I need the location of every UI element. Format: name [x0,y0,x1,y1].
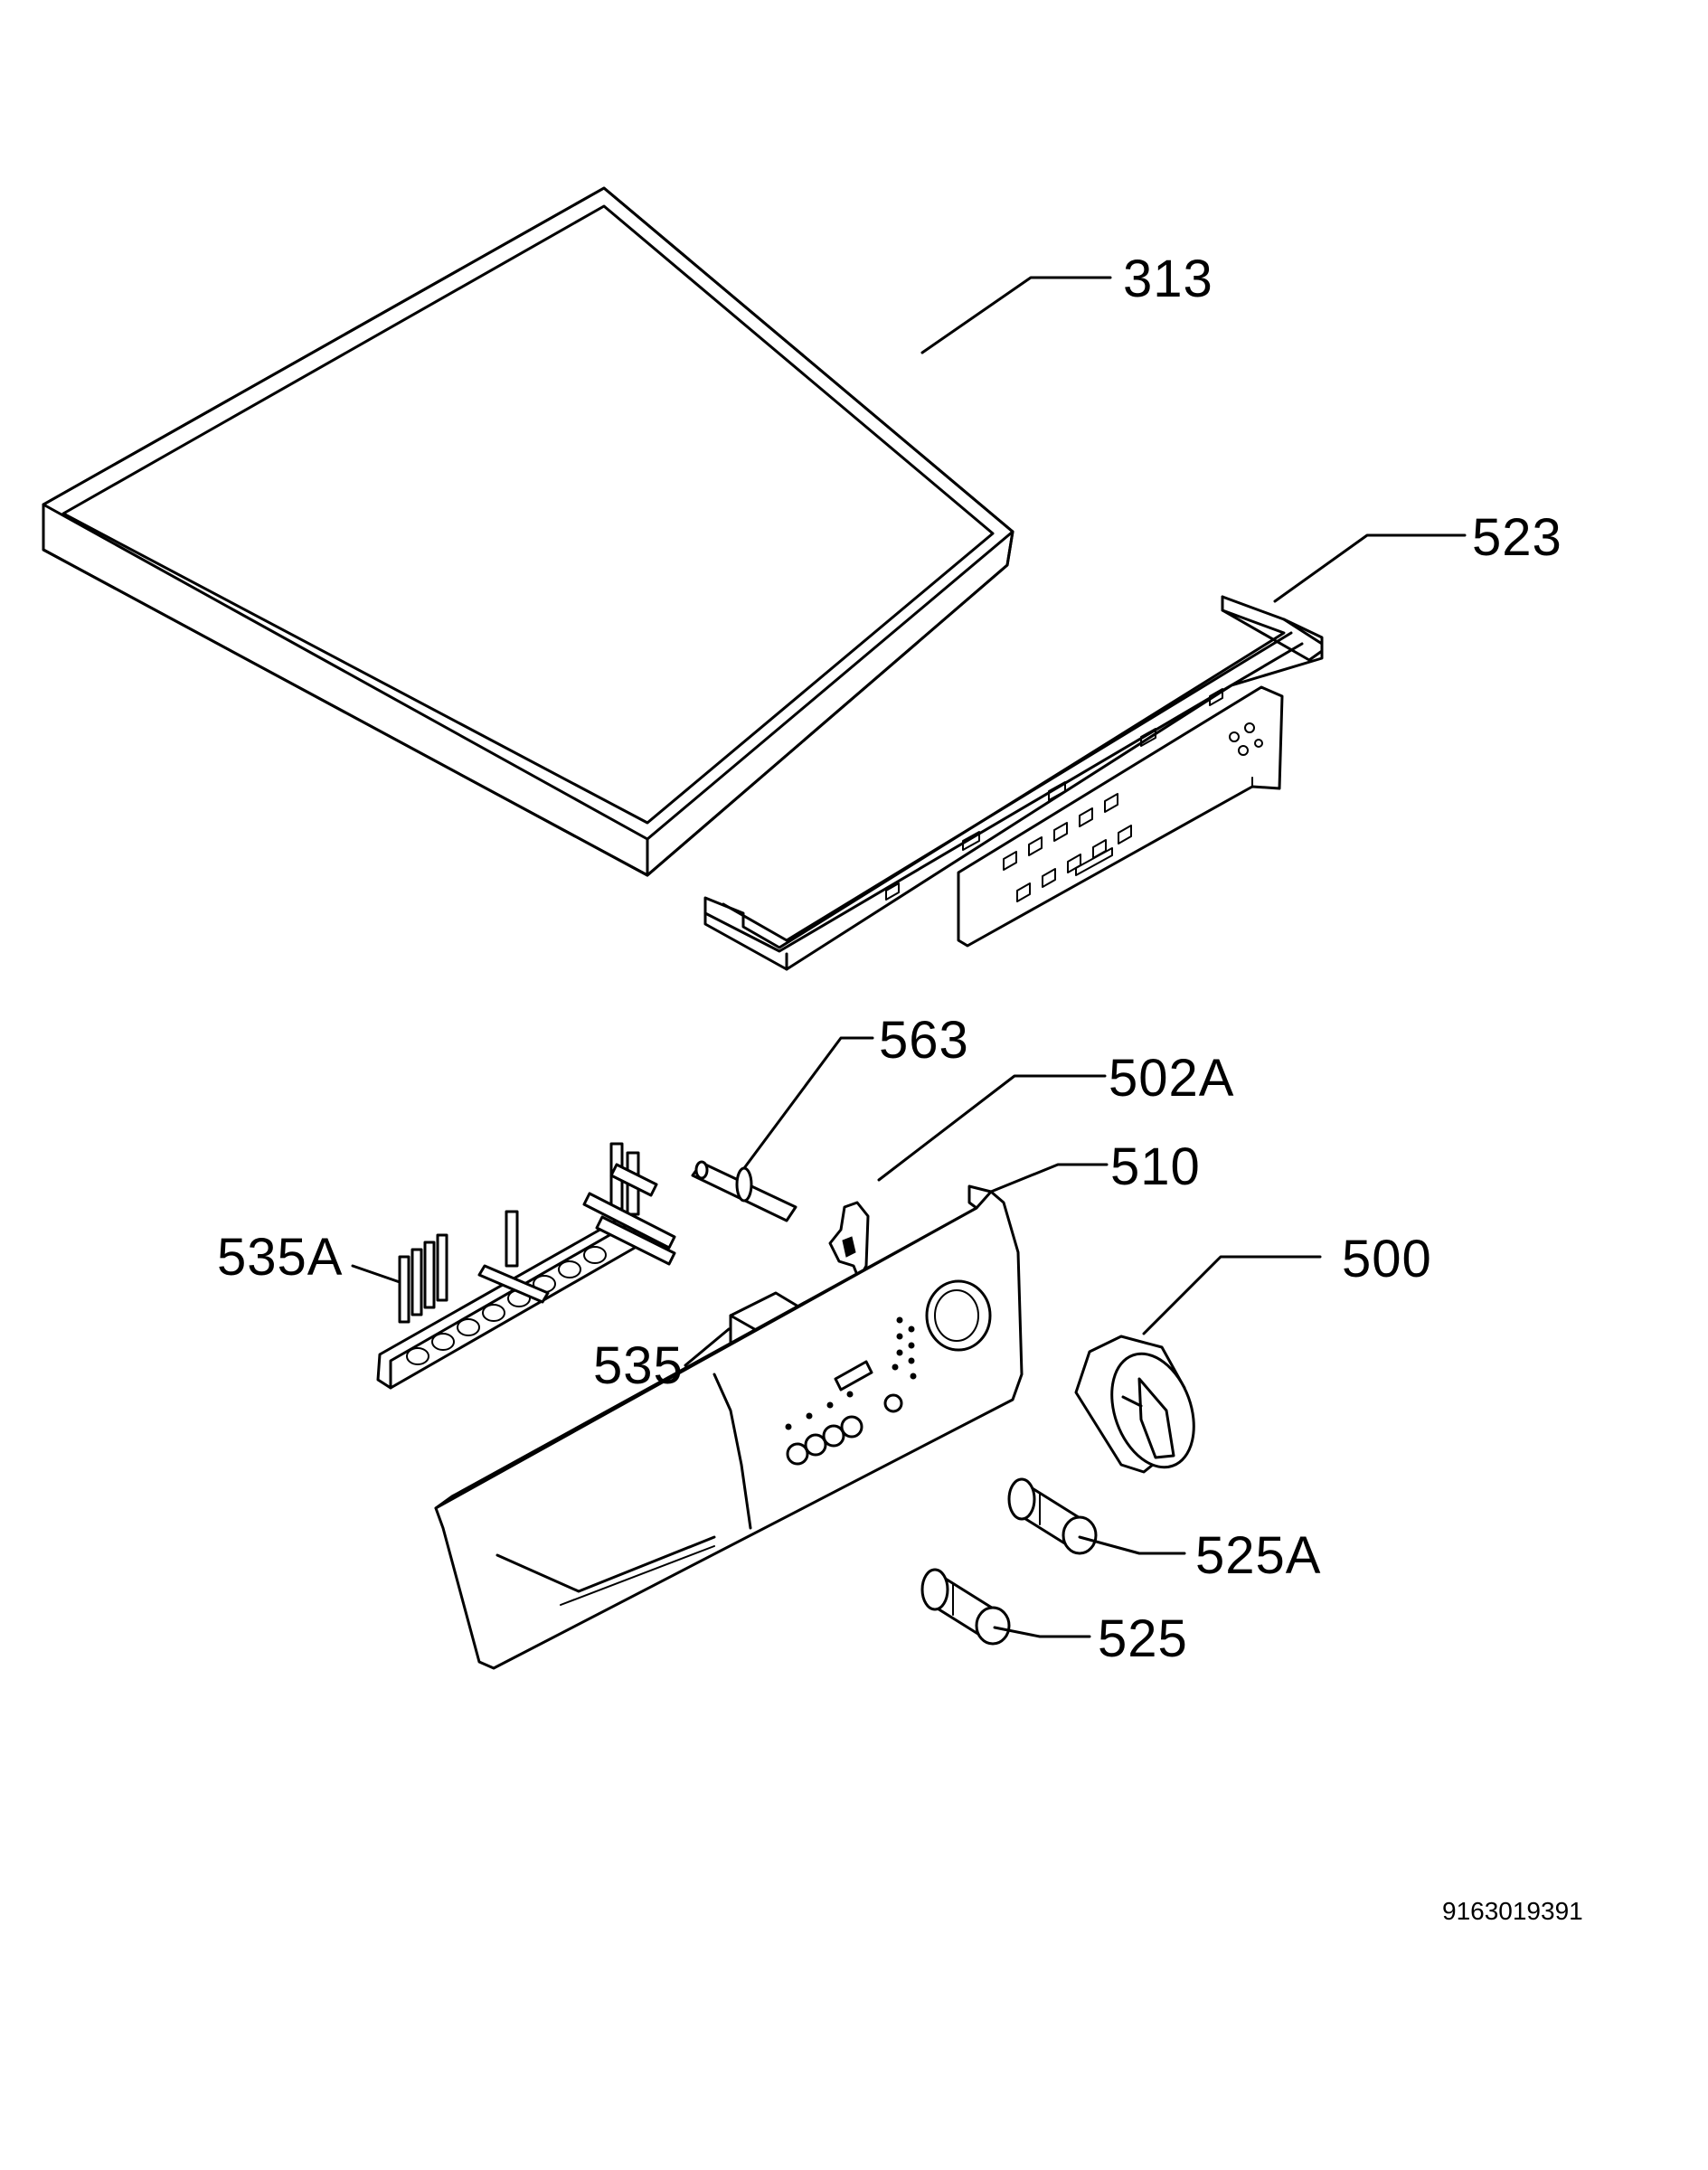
part-525-pin [920,1568,1011,1646]
label-313: 313 [1123,250,1213,308]
label-563: 563 [879,1011,969,1070]
label-502a: 502A [1109,1049,1235,1108]
document-number: 9163019391 [1442,1897,1583,1925]
label-510: 510 [1110,1137,1201,1196]
label-523: 523 [1472,508,1562,567]
label-525a: 525A [1195,1526,1322,1585]
part-563-rod [691,1160,797,1222]
part-500-knob [1074,1335,1195,1474]
label-535: 535 [593,1336,684,1395]
part-510-fascia [434,1184,1024,1670]
part-525a-pin [1007,1477,1098,1555]
part-523-panel-frame [703,595,1324,971]
label-525: 525 [1098,1609,1188,1668]
part-502a-clip [828,1201,870,1281]
leader-lines [351,276,1467,1638]
label-535a: 535A [217,1228,344,1287]
part-535a-lens-holder [376,1142,676,1390]
part-313-top-cover [42,186,1014,877]
label-500: 500 [1342,1230,1432,1288]
